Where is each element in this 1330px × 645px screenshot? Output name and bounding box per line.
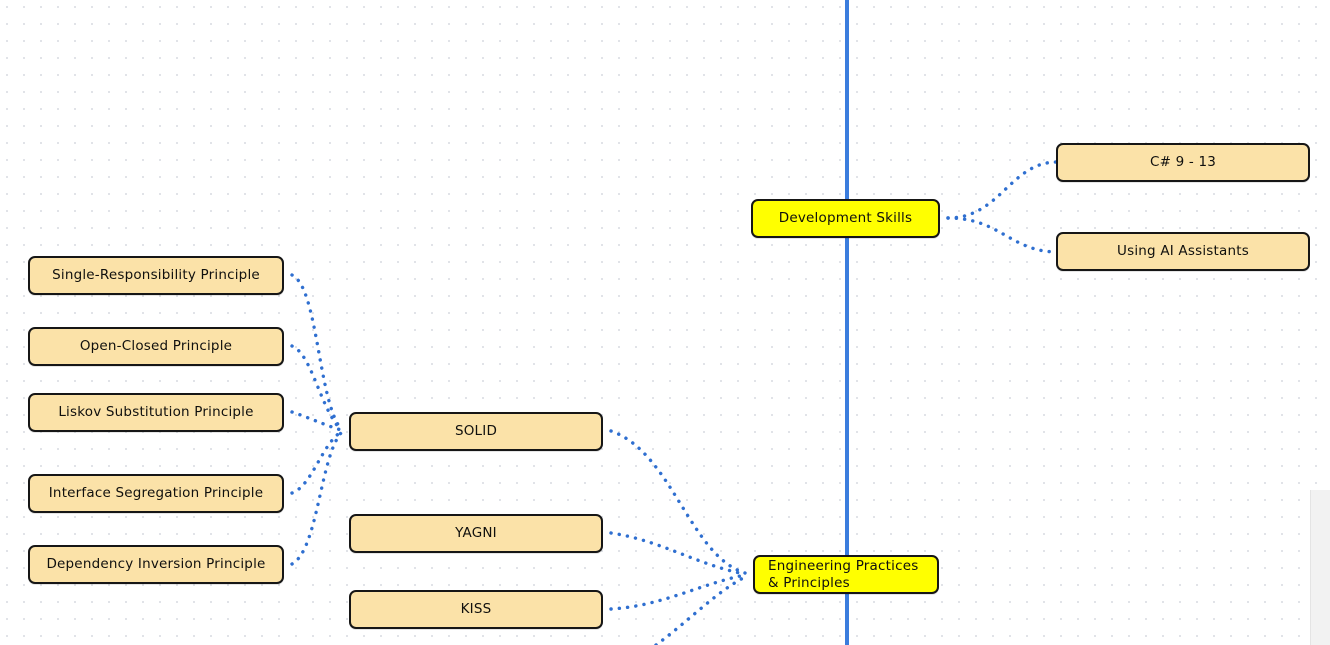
node-open-closed-principle[interactable]: Open-Closed Principle [28, 327, 284, 366]
node-dependency-inversion-principle[interactable]: Dependency Inversion Principle [28, 545, 284, 584]
node-solid[interactable]: SOLID [349, 412, 603, 451]
node-yagni[interactable]: YAGNI [349, 514, 603, 553]
node-using-ai-assistants[interactable]: Using AI Assistants [1056, 232, 1310, 271]
right-edge-scroll-panel[interactable] [1310, 490, 1330, 645]
central-vertical-line [845, 0, 849, 645]
connector-isp-to-solid [290, 430, 343, 495]
connector-dip-to-solid [290, 431, 343, 566]
connector-srp-to-solid [290, 273, 343, 431]
node-csharp-versions[interactable]: C# 9 - 13 [1056, 143, 1310, 182]
node-development-skills[interactable]: Development Skills [751, 199, 940, 238]
connector-offscreen-to-engineering [654, 575, 747, 645]
connector-ocp-to-solid [290, 344, 343, 432]
connector-lsp-to-solid [290, 410, 343, 432]
connector-dev-skills-to-ai-assistants [946, 216, 1058, 254]
node-liskov-substitution-principle[interactable]: Liskov Substitution Principle [28, 393, 284, 432]
node-kiss[interactable]: KISS [349, 590, 603, 629]
node-interface-segregation-principle[interactable]: Interface Segregation Principle [28, 474, 284, 513]
node-single-responsibility-principle[interactable]: Single-Responsibility Principle [28, 256, 284, 295]
connector-kiss-to-engineering [609, 573, 747, 611]
connector-dev-skills-to-csharp [946, 160, 1058, 220]
connector-solid-to-engineering [609, 429, 747, 575]
connector-yagni-to-engineering [609, 531, 747, 576]
node-engineering-practices[interactable]: Engineering Practices & Principles [753, 555, 939, 594]
